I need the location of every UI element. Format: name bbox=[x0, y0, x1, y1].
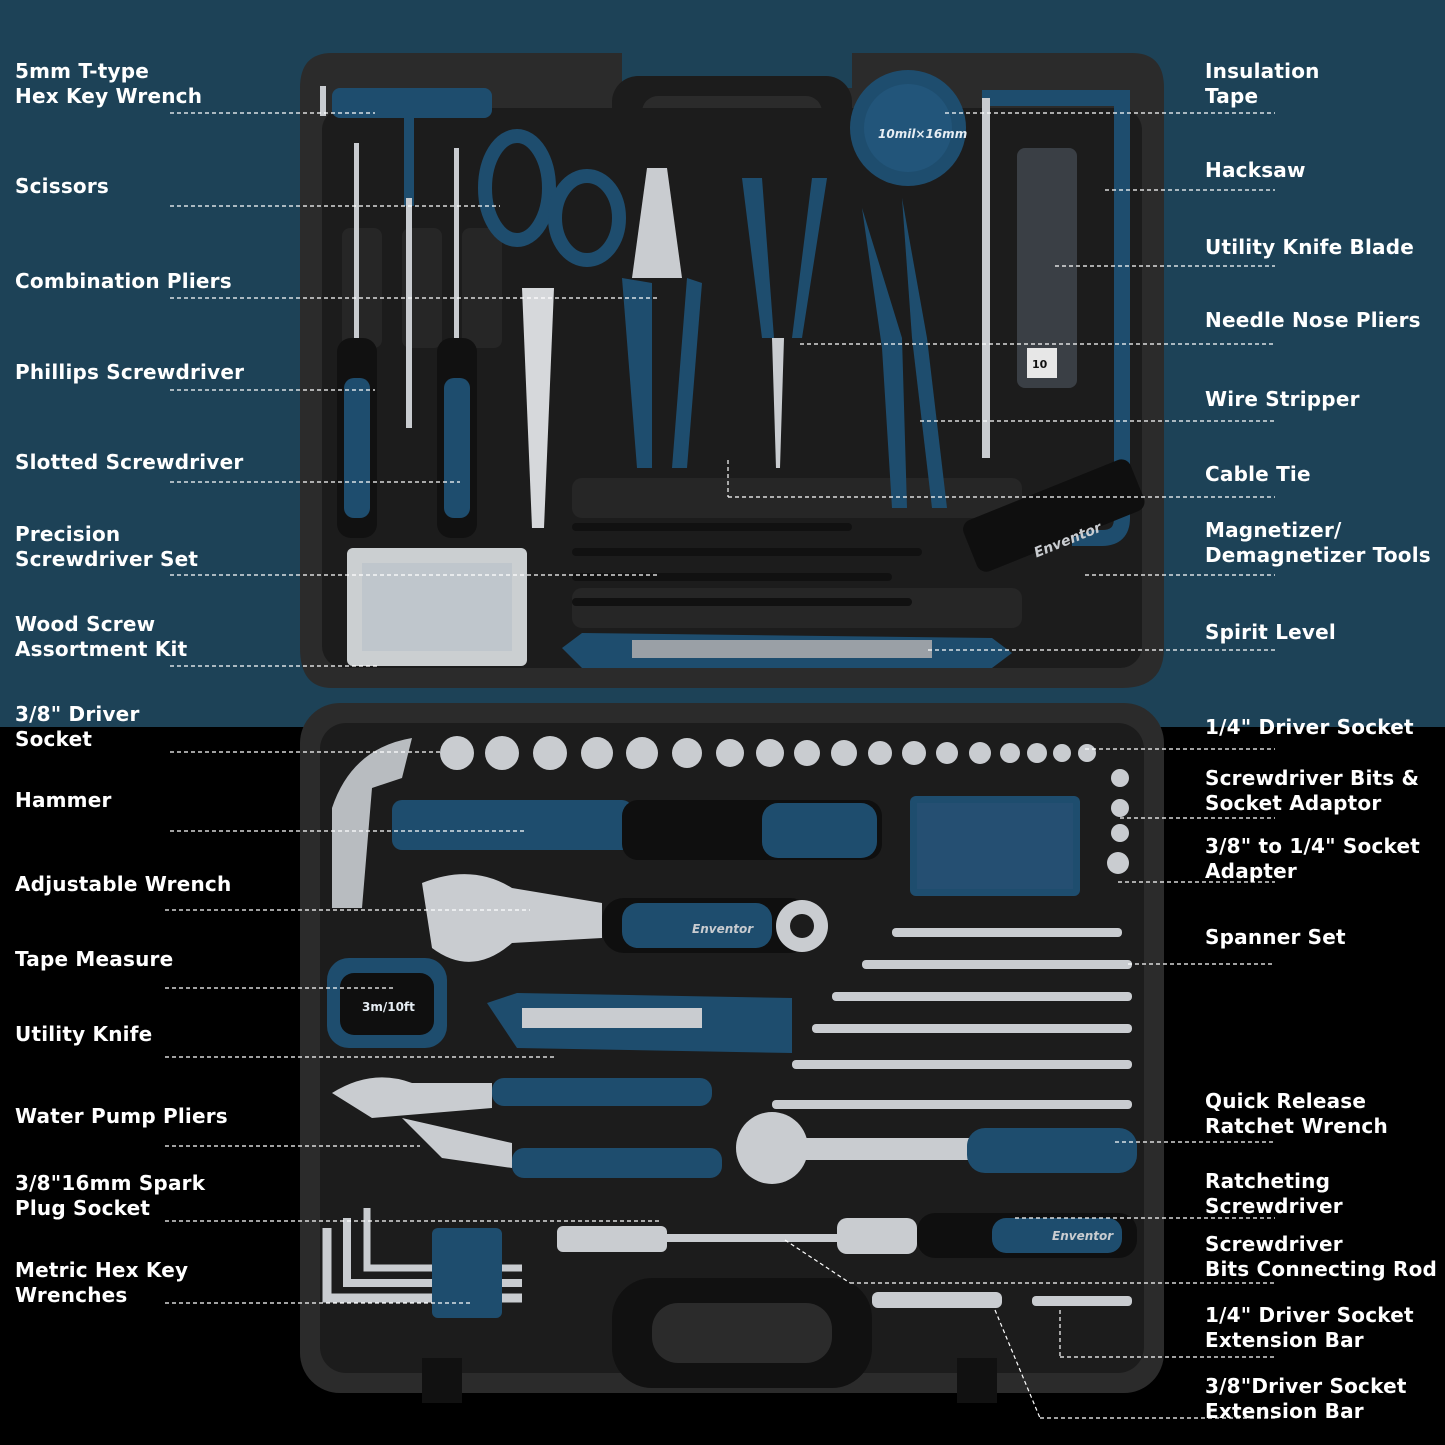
label-socket-adapter: 3/8" to 1/4" Socket Adapter bbox=[1205, 834, 1420, 883]
label-utility-knife: Utility Knife bbox=[15, 1022, 153, 1046]
label-slotted-screwdriver: Slotted Screwdriver bbox=[15, 450, 244, 474]
label-cable-tie: Cable Tie bbox=[1205, 462, 1311, 486]
label-utility-knife-blade: Utility Knife Blade bbox=[1205, 235, 1415, 259]
label-combination-pliers: Combination Pliers bbox=[15, 269, 232, 293]
label-phillips-screwdriver: Phillips Screwdriver bbox=[15, 360, 245, 384]
label-precision-screwdriver-set: Precision Screwdriver Set bbox=[15, 522, 199, 571]
spirit-level-tool bbox=[562, 633, 1012, 668]
spanner-set-tool bbox=[772, 928, 1132, 1109]
label-driver-socket-38: 3/8" Driver Socket bbox=[15, 702, 140, 751]
svg-text:Enventor: Enventor bbox=[692, 922, 754, 936]
adjustable-wrench-tool: Enventor bbox=[422, 874, 828, 962]
label-tape-measure: Tape Measure bbox=[15, 947, 174, 971]
scissors-tool bbox=[478, 129, 626, 528]
svg-text:Enventor: Enventor bbox=[1052, 1229, 1114, 1243]
svg-text:3m/10ft: 3m/10ft bbox=[362, 1000, 415, 1014]
label-extension-bar-14: 1/4" Driver Socket Extension Bar bbox=[1205, 1303, 1414, 1352]
bit-holder-tool bbox=[910, 796, 1080, 896]
label-magnetizer: Magnetizer/ Demagnetizer Tools bbox=[1205, 518, 1431, 567]
hex-keys-tool bbox=[322, 1208, 522, 1318]
label-scissors: Scissors bbox=[15, 174, 110, 198]
hammer-tool bbox=[332, 738, 882, 908]
label-t-hex-key: 5mm T-type Hex Key Wrench bbox=[15, 59, 203, 108]
label-hammer: Hammer bbox=[15, 788, 112, 812]
label-wire-stripper: Wire Stripper bbox=[1205, 387, 1360, 411]
hacksaw-tool: 10 Enventor bbox=[963, 90, 1145, 572]
label-adjustable-wrench: Adjustable Wrench bbox=[15, 872, 232, 896]
label-ratcheting-screwdriver: Ratcheting Screwdriver bbox=[1205, 1169, 1343, 1218]
svg-text:10: 10 bbox=[1032, 358, 1048, 371]
label-extension-bar-38: 3/8"Driver Socket Extension Bar bbox=[1205, 1374, 1407, 1423]
pliers-tools bbox=[622, 168, 947, 508]
label-water-pump-pliers: Water Pump Pliers bbox=[15, 1104, 228, 1128]
socket-row-tool bbox=[440, 736, 1129, 874]
case-lid bbox=[300, 53, 1164, 688]
svg-text:10mil×16mm: 10mil×16mm bbox=[878, 127, 967, 141]
label-spark-plug-socket: 3/8"16mm Spark Plug Socket bbox=[15, 1171, 206, 1220]
label-insulation-tape: Insulation Tape bbox=[1205, 59, 1320, 108]
label-ratchet-wrench: Quick Release Ratchet Wrench bbox=[1205, 1089, 1388, 1138]
screwdrivers-tool bbox=[337, 143, 477, 538]
label-driver-socket-14: 1/4" Driver Socket bbox=[1205, 715, 1414, 739]
extension-bars-tool bbox=[872, 1292, 1132, 1308]
ratcheting-screwdriver-tool: Enventor bbox=[557, 1213, 1137, 1258]
label-spirit-level: Spirit Level bbox=[1205, 620, 1336, 644]
utility-knife-tool bbox=[487, 993, 792, 1053]
label-spanner-set: Spanner Set bbox=[1205, 925, 1346, 949]
label-hacksaw: Hacksaw bbox=[1205, 158, 1306, 182]
t-hex-key-tool bbox=[320, 86, 492, 428]
insulation-tape-tool: 10mil×16mm bbox=[850, 70, 967, 186]
label-wood-screw-kit: Wood Screw Assortment Kit bbox=[15, 612, 188, 661]
water-pump-pliers-tool bbox=[332, 1077, 722, 1178]
ratchet-wrench-tool bbox=[736, 1112, 1137, 1184]
precision-screwdrivers-tool bbox=[572, 523, 922, 606]
wood-screw-box-tool bbox=[347, 548, 527, 666]
label-needle-nose-pliers: Needle Nose Pliers bbox=[1205, 308, 1421, 332]
label-bits-socket-adaptor: Screwdriver Bits & Socket Adaptor bbox=[1205, 766, 1420, 815]
label-bits-connecting-rod: Screwdriver Bits Connecting Rod bbox=[1205, 1232, 1438, 1281]
label-metric-hex-key: Metric Hex Key Wrenches bbox=[15, 1258, 189, 1307]
